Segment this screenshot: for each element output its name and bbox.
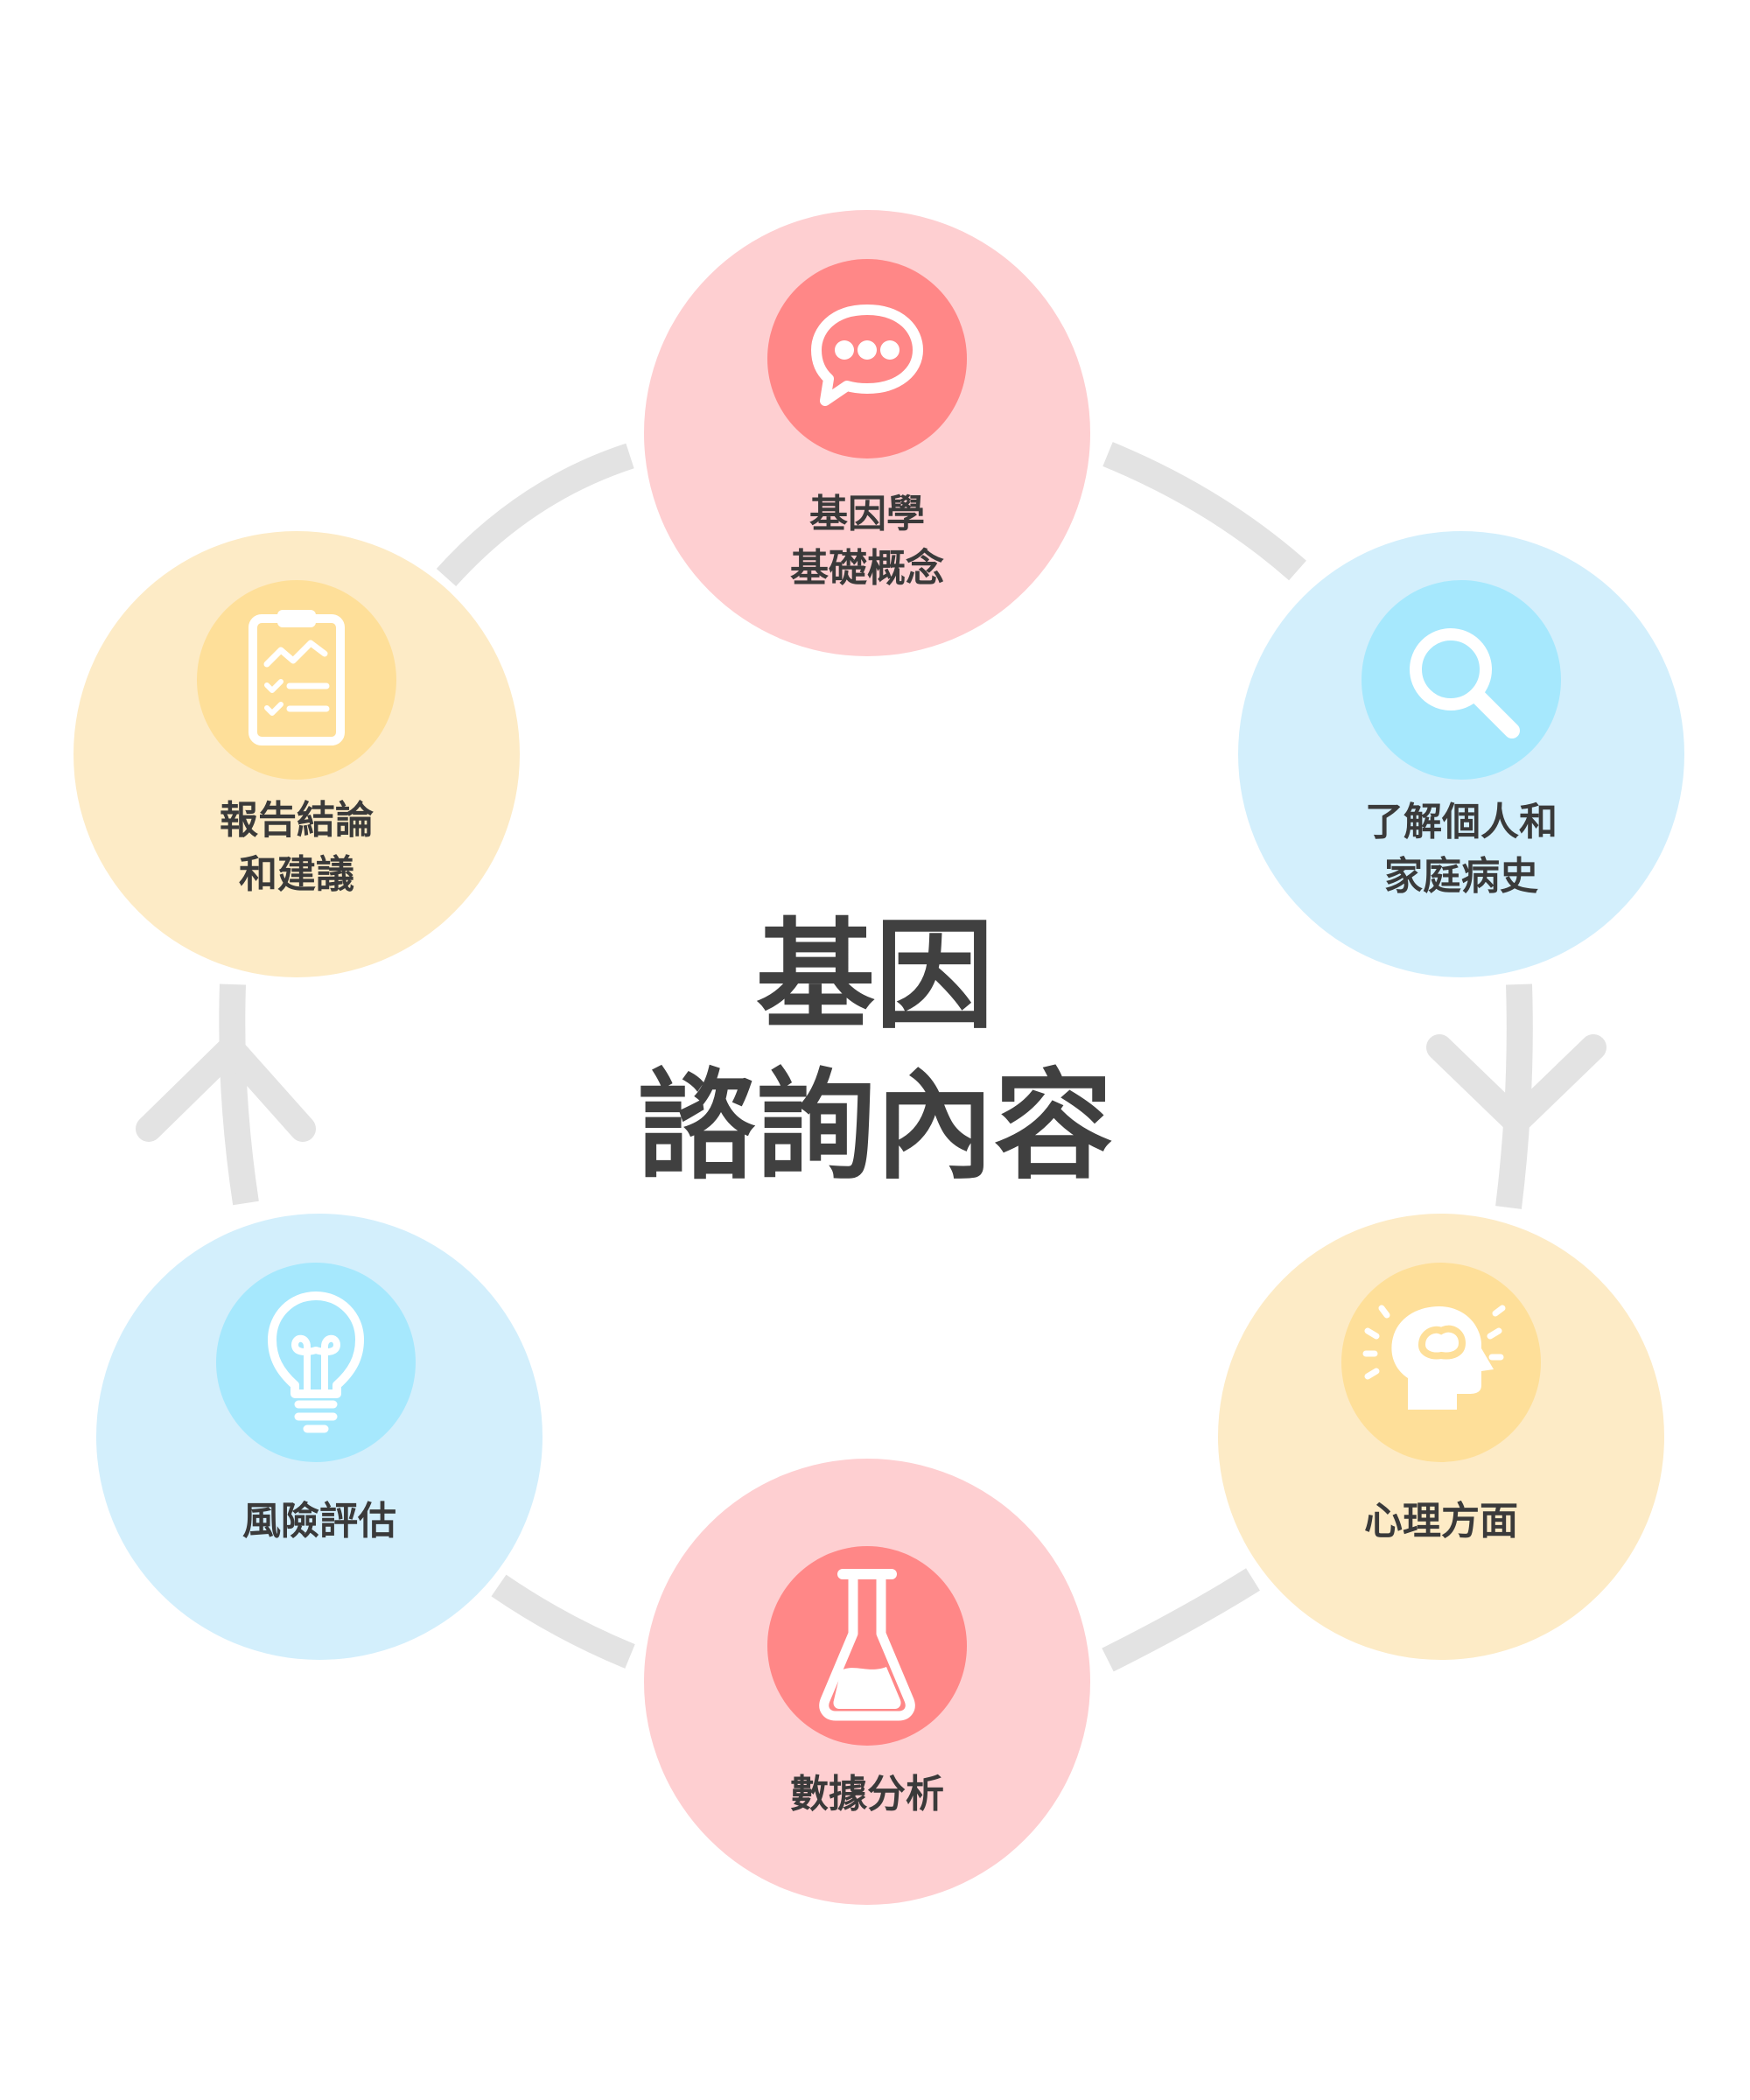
history-label-line2: 家庭病史 (1384, 854, 1538, 899)
center-title-line1: 基因 (756, 907, 994, 1046)
connector-psychology-data (1102, 1568, 1260, 1672)
history-label-line1: 了解個人和 (1365, 800, 1558, 844)
center-title: 基因 諮詢內容 (490, 901, 1260, 1202)
report-icon-disc (197, 580, 396, 780)
history-label: 了解個人和 家庭病史 (1264, 795, 1658, 904)
arrowhead-up-left (136, 1035, 316, 1142)
report-label: 報告結論 和建議 (100, 794, 494, 902)
basics-icon-disc (767, 259, 967, 458)
node-history: 了解個人和 家庭病史 (1238, 531, 1684, 977)
basics-label: 基因學 基礎概念 (670, 487, 1064, 596)
data-label-line1: 數據分析 (790, 1772, 944, 1816)
basics-label-line2: 基礎概念 (790, 546, 944, 591)
report-label-line1: 報告結論 (220, 798, 374, 843)
connector-history-psychology (1495, 984, 1533, 1209)
risk-label-line1: 風險評估 (242, 1499, 396, 1544)
psychology-label: 心理方面 (1244, 1494, 1638, 1549)
speech-bubble-icon (811, 304, 923, 406)
head-thinking-icon (1362, 1305, 1506, 1410)
connector-risk-report (219, 984, 259, 1206)
lightbulb-icon (268, 1292, 364, 1433)
center-title-line2: 諮詢內容 (637, 1058, 1113, 1196)
psychology-icon-disc (1341, 1263, 1541, 1462)
node-report: 報告結論 和建議 (74, 531, 520, 977)
flask-icon (819, 1569, 915, 1721)
node-risk: 風險評估 (96, 1214, 542, 1660)
node-basics: 基因學 基礎概念 (644, 210, 1090, 656)
data-icon-disc (767, 1546, 967, 1746)
data-label: 數據分析 (670, 1768, 1064, 1822)
arrowhead-down-right (1426, 1034, 1606, 1135)
magnifier-icon (1410, 628, 1520, 738)
psychology-label-line1: 心理方面 (1364, 1499, 1518, 1544)
connector-data-risk (491, 1574, 635, 1669)
connector-basics-history (1102, 442, 1306, 581)
risk-label: 風險評估 (122, 1494, 516, 1549)
basics-label-line1: 基因學 (809, 492, 925, 536)
risk-icon-disc (216, 1263, 416, 1462)
report-label-line2: 和建議 (239, 852, 354, 897)
connector-report-basics (436, 443, 634, 587)
clipboard-chart-icon (248, 610, 345, 746)
node-data: 數據分析 (644, 1459, 1090, 1905)
history-icon-disc (1362, 580, 1561, 780)
node-psychology: 心理方面 (1218, 1214, 1664, 1660)
